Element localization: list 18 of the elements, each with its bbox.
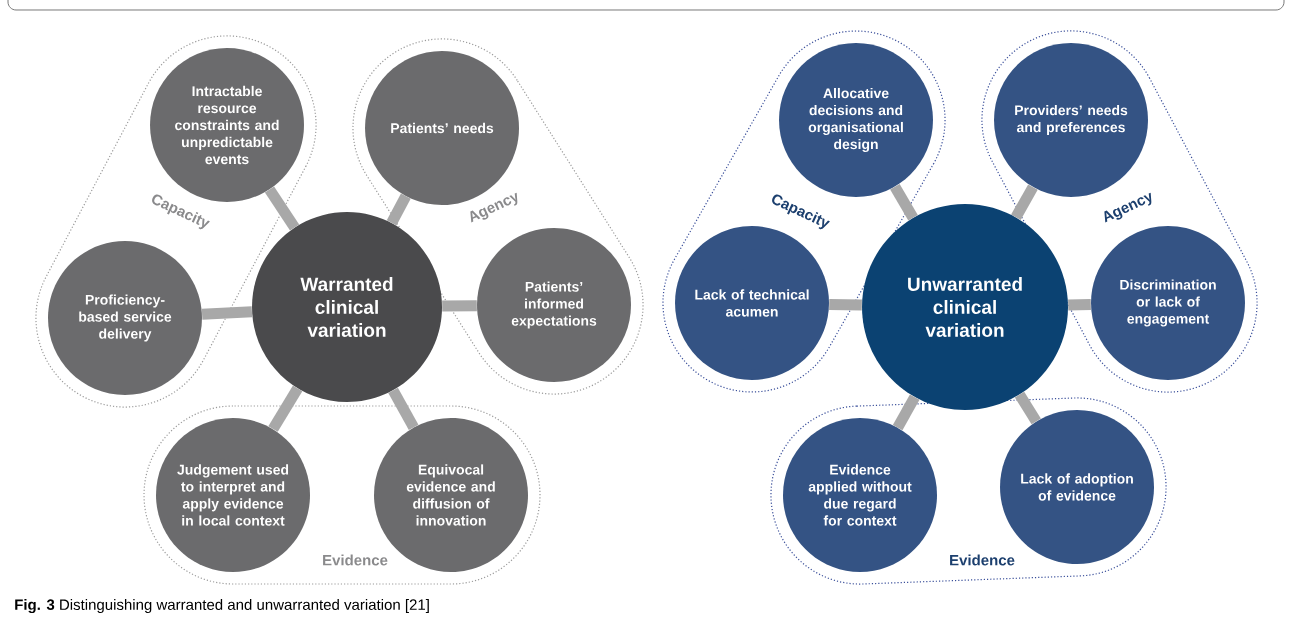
connector-bar — [268, 385, 303, 432]
circle-node: Proficiency-based service delivery — [48, 241, 202, 395]
connector-bar — [1068, 299, 1091, 311]
circle-node: Evidence applied without due regard for context — [783, 418, 937, 572]
circle-node: Patients’ informed expectations — [477, 228, 631, 382]
connector-bar — [386, 193, 411, 226]
connector-bar — [201, 306, 253, 320]
connector-bar — [388, 387, 419, 431]
connector-bar — [442, 300, 477, 312]
connector-bar — [264, 186, 300, 231]
connector-bar — [892, 394, 920, 431]
connector-bar — [829, 298, 862, 311]
connector-bar — [1014, 391, 1041, 425]
connector-bar — [1011, 184, 1038, 220]
caption: Fig. 3 Distinguishing warranted and unwarranted variation [21] — [15, 599, 429, 614]
circle-node: Discrimination or lack of engagement — [1091, 226, 1245, 380]
connector-bar — [890, 183, 918, 221]
circle-node: Judgement used to interpret and apply evidence in local context — [156, 418, 310, 572]
